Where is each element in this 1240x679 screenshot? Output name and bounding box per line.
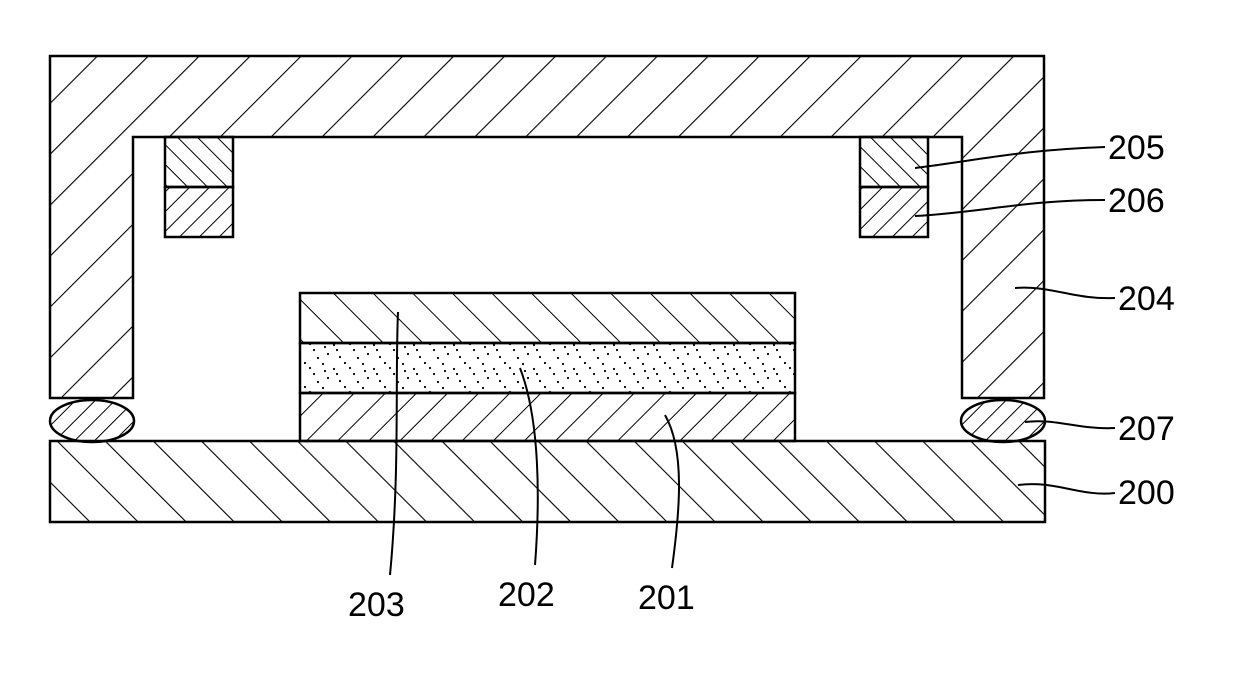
right-layer-205 bbox=[860, 137, 928, 187]
layer-203 bbox=[300, 293, 795, 343]
substrate bbox=[50, 441, 1045, 522]
layer-202 bbox=[300, 343, 795, 393]
label-207: 207 bbox=[1118, 410, 1175, 448]
right-layer-206 bbox=[860, 187, 928, 237]
left-layer-205 bbox=[165, 137, 233, 187]
layer-201 bbox=[300, 393, 795, 441]
label-206: 206 bbox=[1108, 182, 1165, 220]
left-seal bbox=[50, 400, 134, 442]
left-layer-206 bbox=[165, 187, 233, 237]
label-202: 202 bbox=[498, 576, 555, 614]
label-205: 205 bbox=[1108, 129, 1165, 167]
label-203: 203 bbox=[348, 586, 405, 624]
label-204: 204 bbox=[1118, 280, 1175, 318]
label-201: 201 bbox=[638, 579, 695, 617]
label-200: 200 bbox=[1118, 474, 1175, 512]
